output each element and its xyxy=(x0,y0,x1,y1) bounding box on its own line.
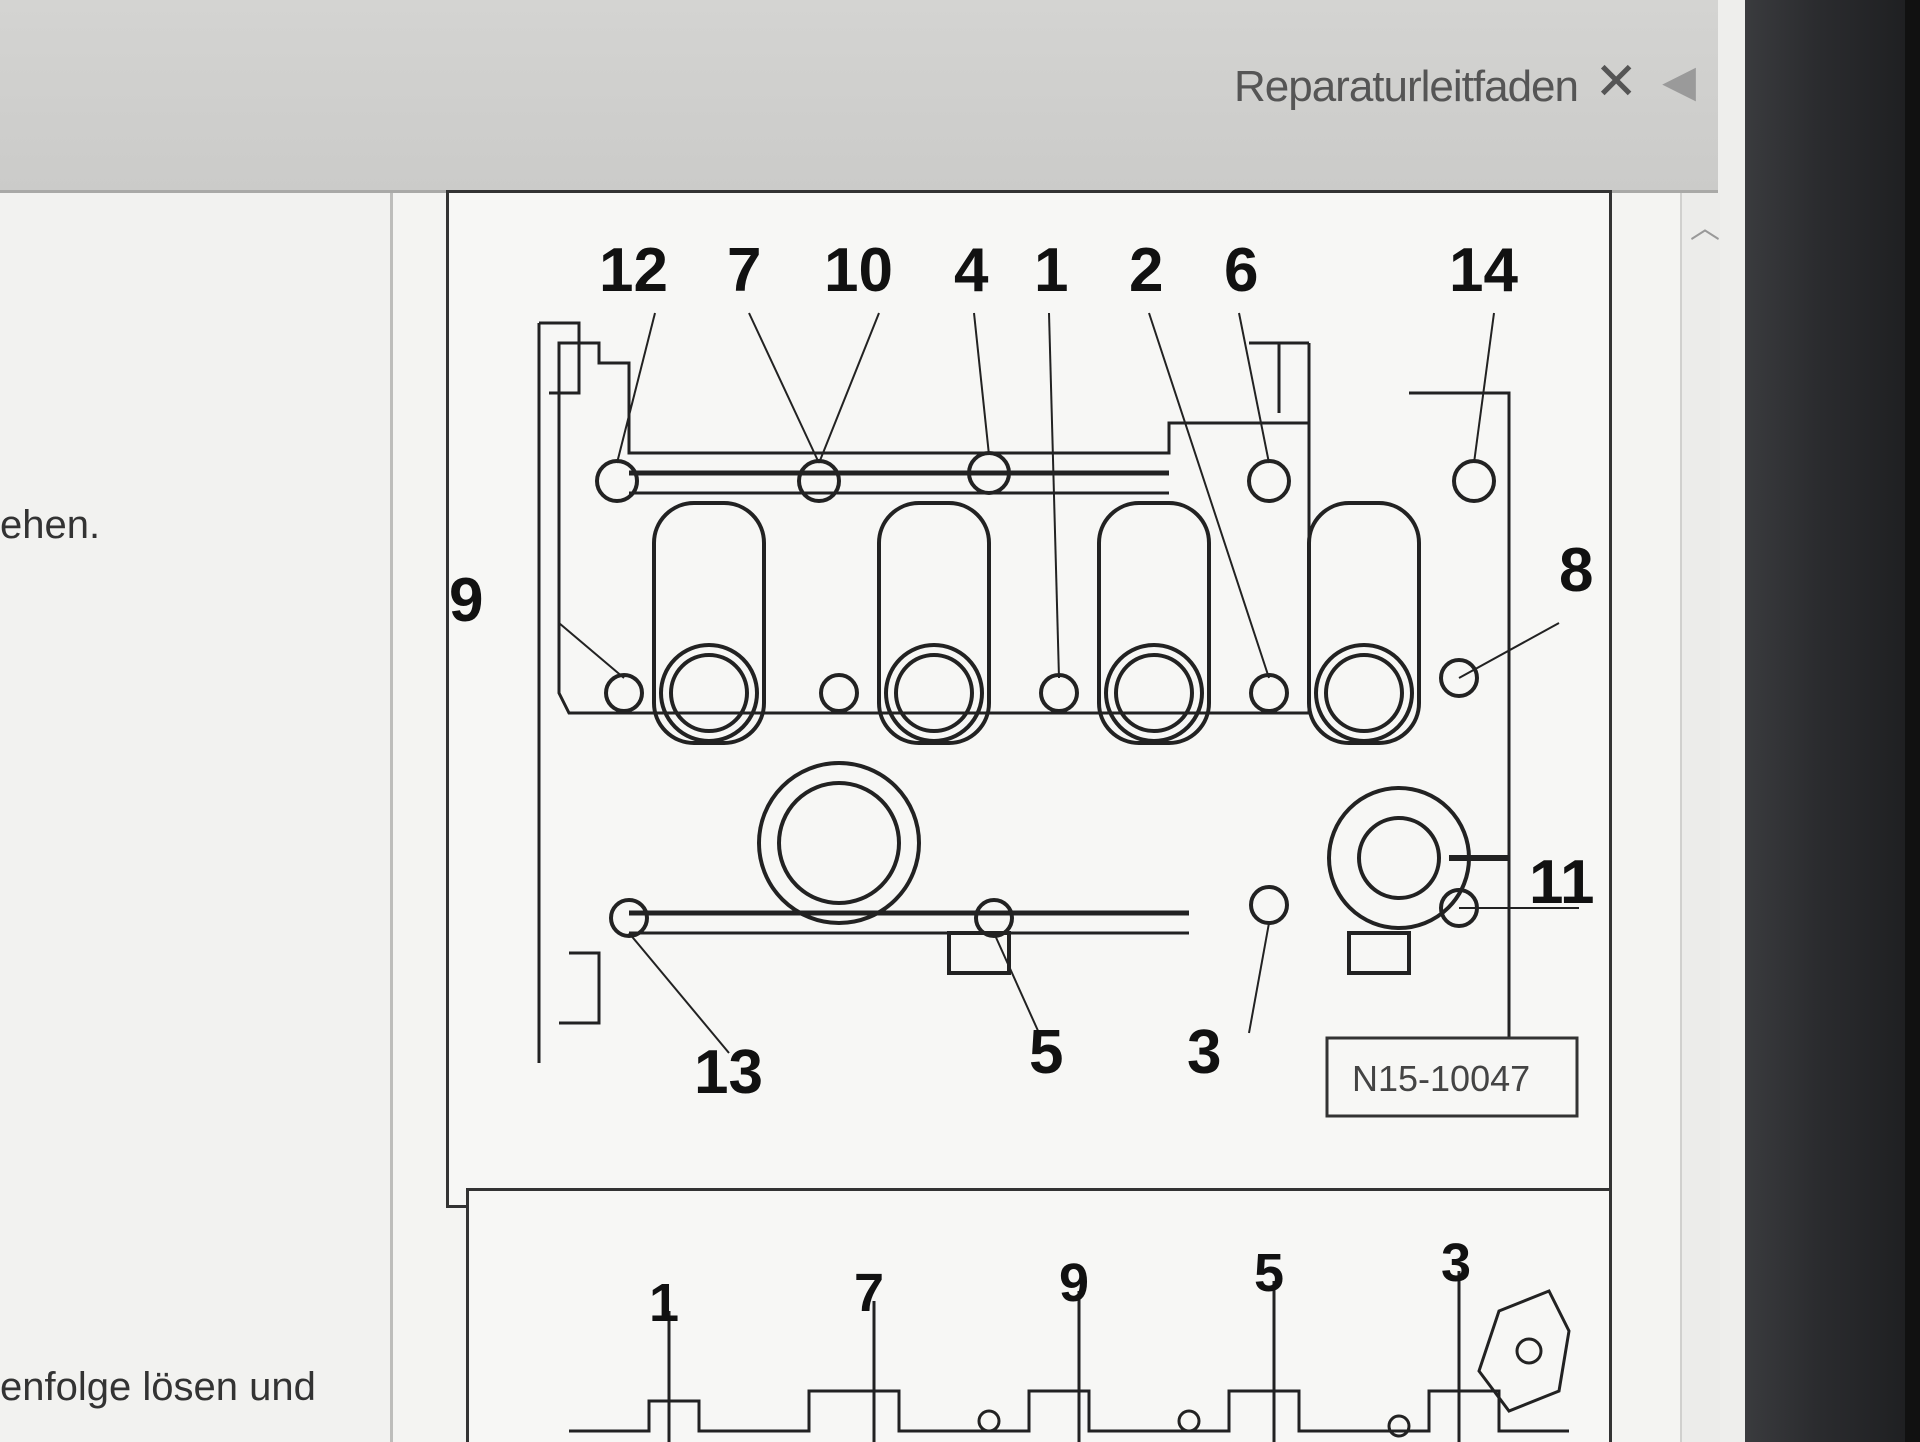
collapse-arrow-icon[interactable]: ◀ xyxy=(1662,57,1696,106)
callout-8: 8 xyxy=(1559,536,1593,605)
callout-1: 1 xyxy=(1034,236,1068,305)
text-pane: ehen. enfolge lösen und xyxy=(0,193,393,1442)
diagram-drawing-2: 1 7 9 5 3 xyxy=(569,1233,1571,1442)
close-icon[interactable]: ✕ xyxy=(1594,53,1638,111)
monitor-bezel xyxy=(1745,0,1920,1442)
callout-5: 5 xyxy=(1254,1243,1284,1303)
callout-9: 9 xyxy=(449,566,483,635)
callout-7: 7 xyxy=(727,236,761,305)
scrollbar[interactable]: ︿ xyxy=(1680,193,1720,1442)
window-title: Reparaturleitfaden xyxy=(1233,62,1579,111)
text-line: ehen. xyxy=(0,503,101,547)
callout-5: 5 xyxy=(1029,1018,1063,1087)
callout-1: 1 xyxy=(649,1273,679,1333)
callout-14: 14 xyxy=(1449,236,1518,305)
diagram-figure-2: 1 7 9 5 3 xyxy=(466,1188,1612,1442)
title-bar: Reparaturleitfaden ✕ ◀ xyxy=(0,0,1718,193)
callout-11: 11 xyxy=(1529,848,1595,917)
callout-7: 7 xyxy=(854,1263,884,1323)
monitor-edge xyxy=(1905,0,1920,1442)
diagram-drawing: 12 7 10 4 1 2 6 14 9 8 11 13 5 3 N15-100… xyxy=(449,236,1595,1118)
callout-4: 4 xyxy=(954,236,989,305)
callout-12: 12 xyxy=(599,236,668,305)
diagram-figure: 12 7 10 4 1 2 6 14 9 8 11 13 5 3 N15-100… xyxy=(446,190,1612,1208)
callout-3: 3 xyxy=(1441,1233,1471,1293)
callout-13: 13 xyxy=(694,1038,763,1107)
callout-2: 2 xyxy=(1129,236,1163,305)
callout-6: 6 xyxy=(1224,236,1258,305)
callout-9: 9 xyxy=(1059,1253,1089,1313)
callout-10: 10 xyxy=(824,236,893,305)
text-line: enfolge lösen und xyxy=(0,1365,316,1409)
screen: Reparaturleitfaden ✕ ◀ ehen. enfolge lös… xyxy=(0,0,1745,1442)
figure-code: N15-10047 xyxy=(1352,1058,1530,1099)
scroll-up-icon[interactable]: ︿ xyxy=(1690,212,1720,245)
callout-3: 3 xyxy=(1187,1018,1221,1087)
